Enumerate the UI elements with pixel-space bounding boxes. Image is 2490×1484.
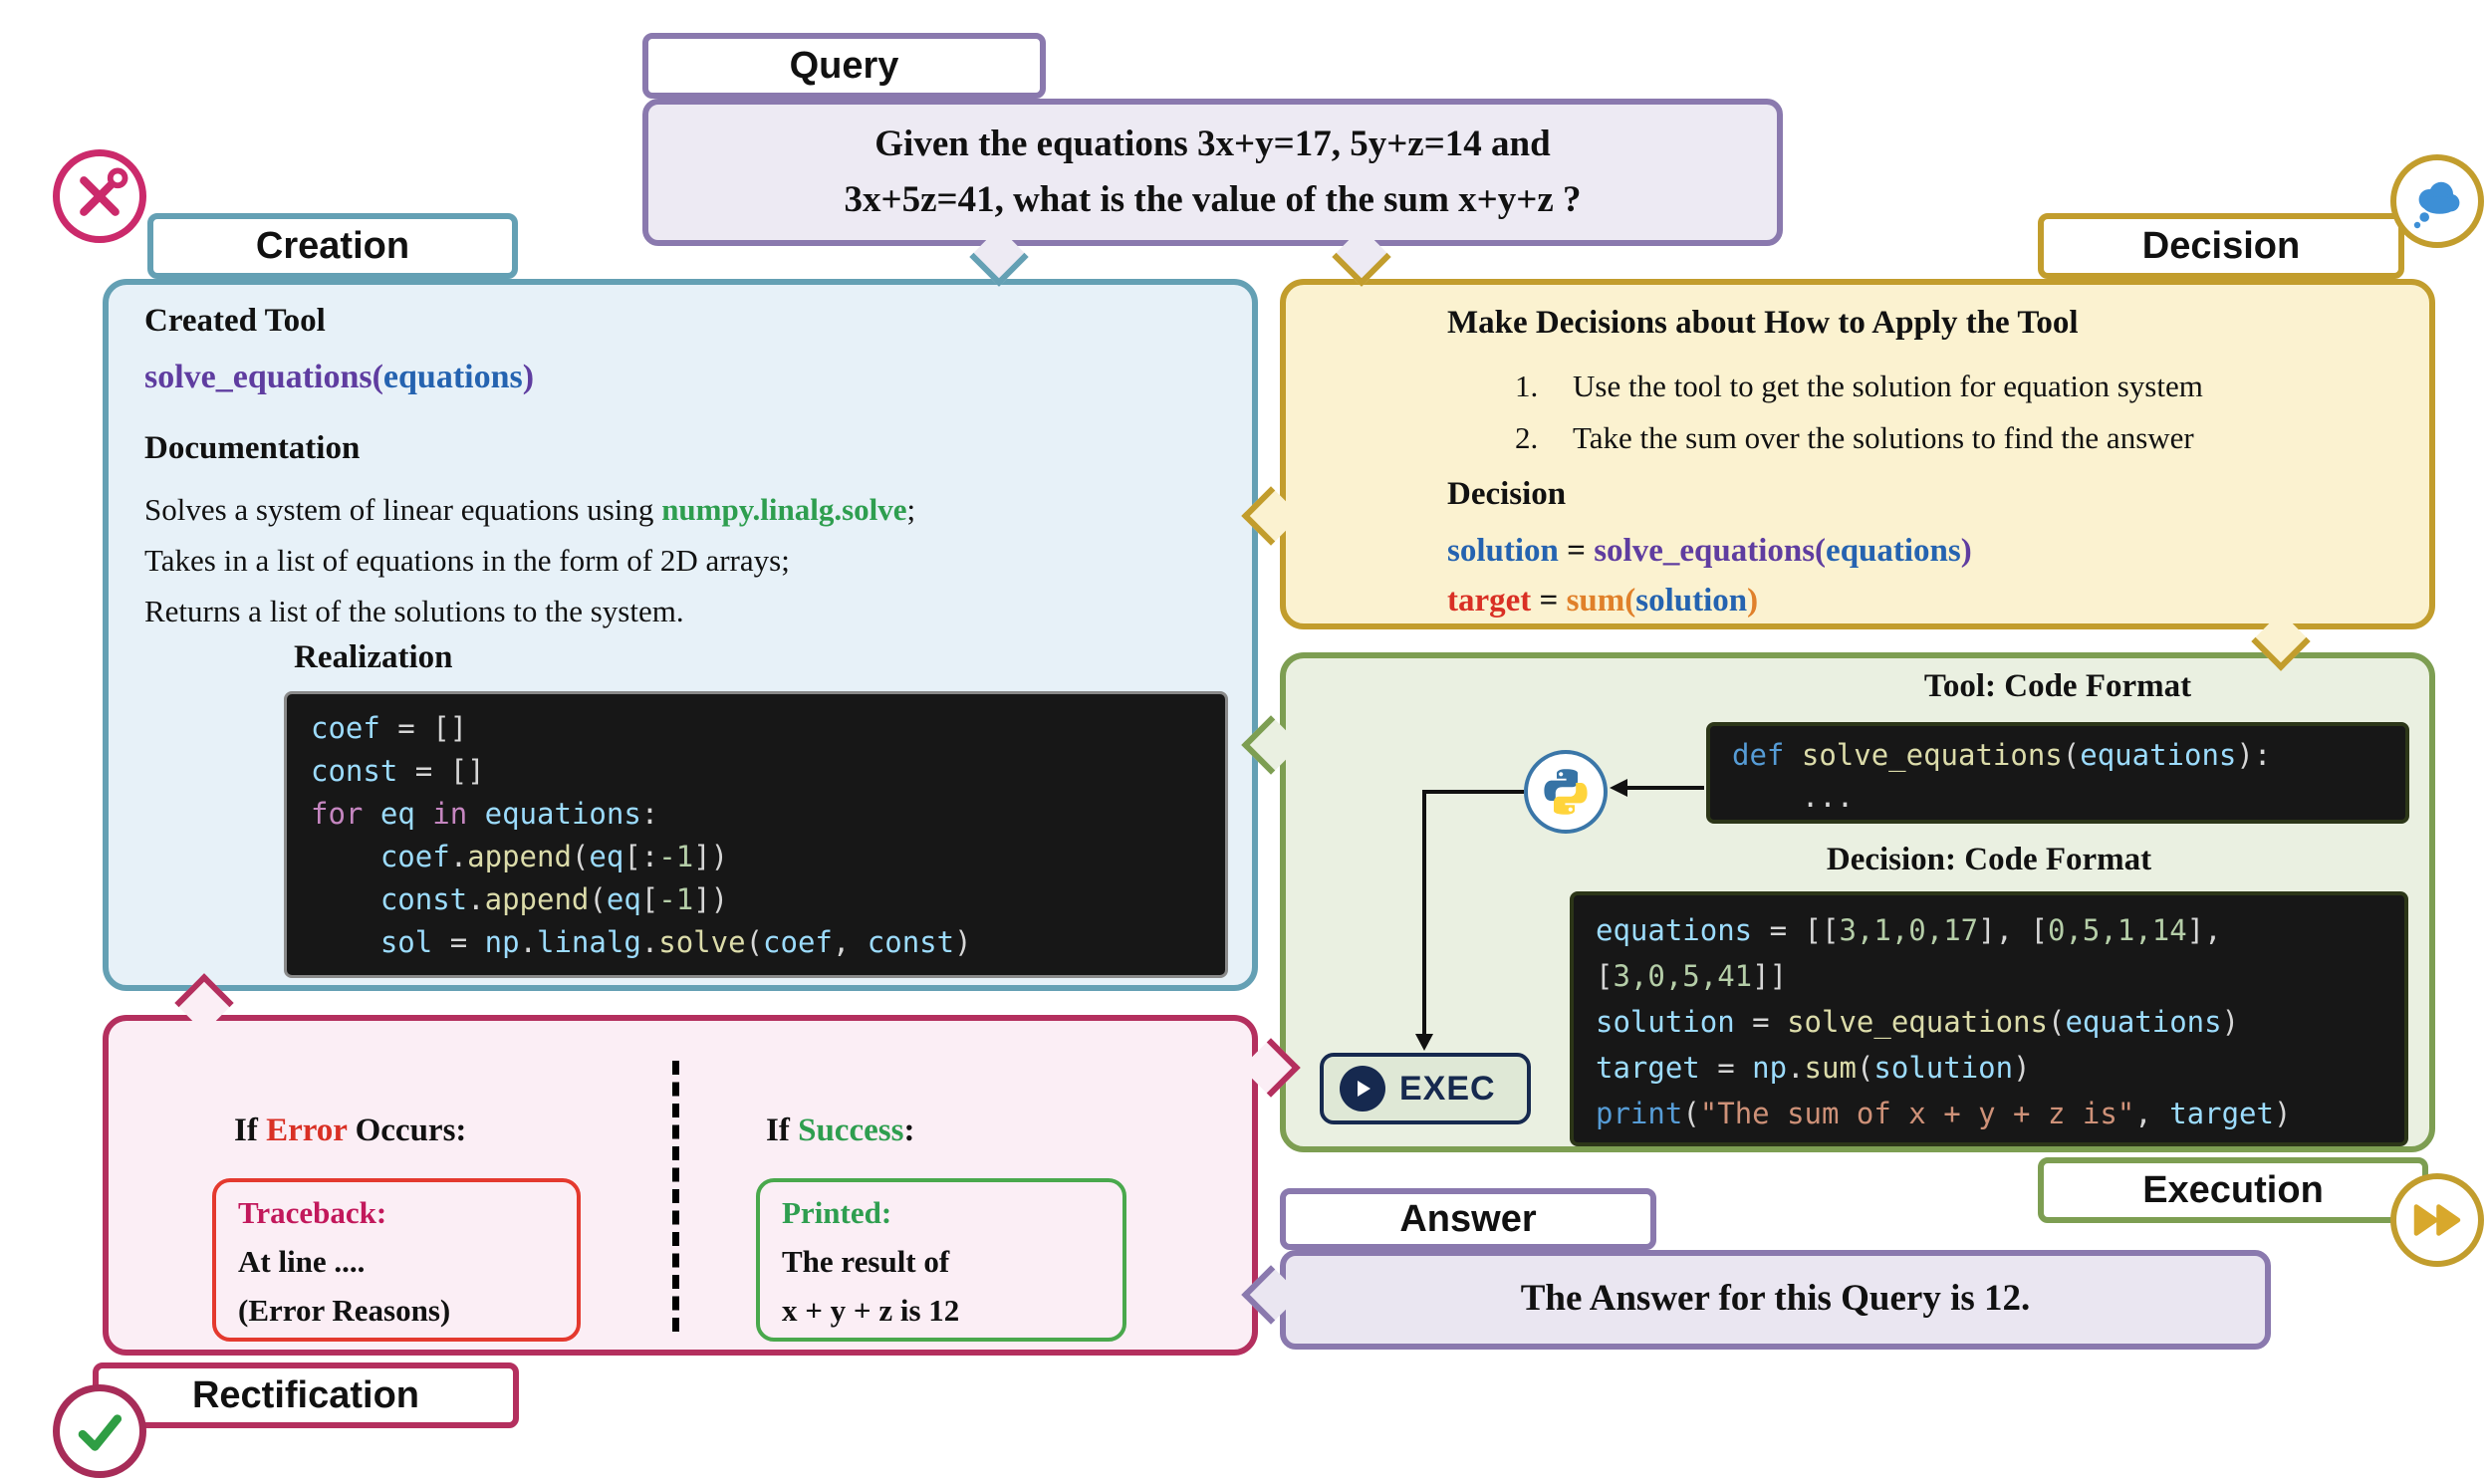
execution-panel: Tool: Code Format def solve_equations(eq… (1280, 652, 2435, 1152)
decision-step-number: 2. (1515, 420, 1539, 455)
created-tool-label: Created Tool (144, 303, 326, 339)
decision-step-text: Use the tool to get the solution for equ… (1573, 369, 2203, 403)
tab-answer: Answer (1280, 1188, 1656, 1250)
rectification-panel: If Error Occurs: Traceback: At line ....… (103, 1015, 1258, 1356)
decision-steps-list: 1. Use the tool to get the solution for … (1515, 361, 2203, 464)
traceback-title: Traceback: (238, 1195, 387, 1230)
decision-solution-line: solution = solve_equations(equations) (1447, 533, 1972, 569)
tab-rectification-label: Rectification (191, 1373, 420, 1416)
decision-code-heading: Decision: Code Format (1826, 842, 2152, 877)
decision-heading: Make Decisions about How to Apply the To… (1447, 305, 2079, 341)
tab-creation-label: Creation (255, 224, 410, 267)
creation-panel: Created Tool solve_equations(equations) … (103, 279, 1258, 991)
query-bubble: Given the equations 3x+y=17, 5y+z=14 and… (642, 99, 1783, 246)
thought-bubble-icon (2390, 154, 2484, 248)
decision-code-block: equations = [[3,1,0,17], [0,5,1,14],[3,0… (1570, 891, 2408, 1146)
play-icon (1340, 1066, 1385, 1112)
traceback-line: At line .... (238, 1244, 366, 1279)
check-icon (53, 1384, 146, 1478)
tab-creation: Creation (147, 213, 518, 279)
tab-decision-label: Decision (2141, 224, 2301, 267)
dashed-divider (672, 1061, 679, 1332)
realization-code-block: coef = []const = []for eq in equations: … (284, 691, 1228, 978)
tab-execution-label: Execution (2142, 1168, 2324, 1211)
exec-button-label: EXEC (1399, 1069, 1496, 1108)
decision-panel: Make Decisions about How to Apply the To… (1280, 279, 2435, 629)
decision-subheading: Decision (1447, 476, 1567, 512)
decision-step: 1. Use the tool to get the solution for … (1515, 361, 2203, 412)
printed-title: Printed: (782, 1195, 892, 1230)
traceback-box: Traceback: At line .... (Error Reasons) (212, 1178, 581, 1342)
tab-decision: Decision (2038, 213, 2404, 279)
traceback-line: (Error Reasons) (238, 1293, 451, 1328)
printed-line: x + y + z is 12 (782, 1293, 960, 1328)
tab-execution: Execution (2038, 1157, 2428, 1223)
printed-line: The result of (782, 1244, 950, 1279)
decision-step-number: 1. (1515, 369, 1539, 403)
tool-code-block: def solve_equations(equations): ... (1706, 722, 2409, 824)
tab-answer-label: Answer (1399, 1197, 1537, 1240)
tab-rectification: Rectification (93, 1362, 519, 1428)
printed-box: Printed: The result of x + y + z is 12 (756, 1178, 1126, 1342)
python-logo-icon (1524, 750, 1608, 834)
documentation-label: Documentation (144, 430, 361, 466)
if-success-heading: If Success: (766, 1113, 915, 1148)
realization-label: Realization (294, 639, 453, 675)
exec-button[interactable]: EXEC (1320, 1053, 1531, 1124)
decision-step: 2. Take the sum over the solutions to fi… (1515, 412, 2203, 464)
tab-query-label: Query (789, 44, 899, 87)
answer-bubble: The Answer for this Query is 12. (1280, 1250, 2271, 1350)
created-tool-signature: solve_equations(equations) (144, 359, 535, 395)
decision-target-line: target = sum(solution) (1447, 583, 1759, 618)
tool-code-heading: Tool: Code Format (1923, 668, 2192, 704)
answer-text: The Answer for this Query is 12. (1520, 1278, 2031, 1319)
if-error-heading: If Error Occurs: (234, 1113, 467, 1148)
tools-icon (53, 149, 146, 243)
decision-step-text: Take the sum over the solutions to find … (1573, 420, 2194, 455)
documentation-text: Solves a system of linear equations usin… (144, 492, 916, 628)
fast-forward-icon (2390, 1173, 2484, 1267)
tab-query: Query (642, 33, 1046, 99)
